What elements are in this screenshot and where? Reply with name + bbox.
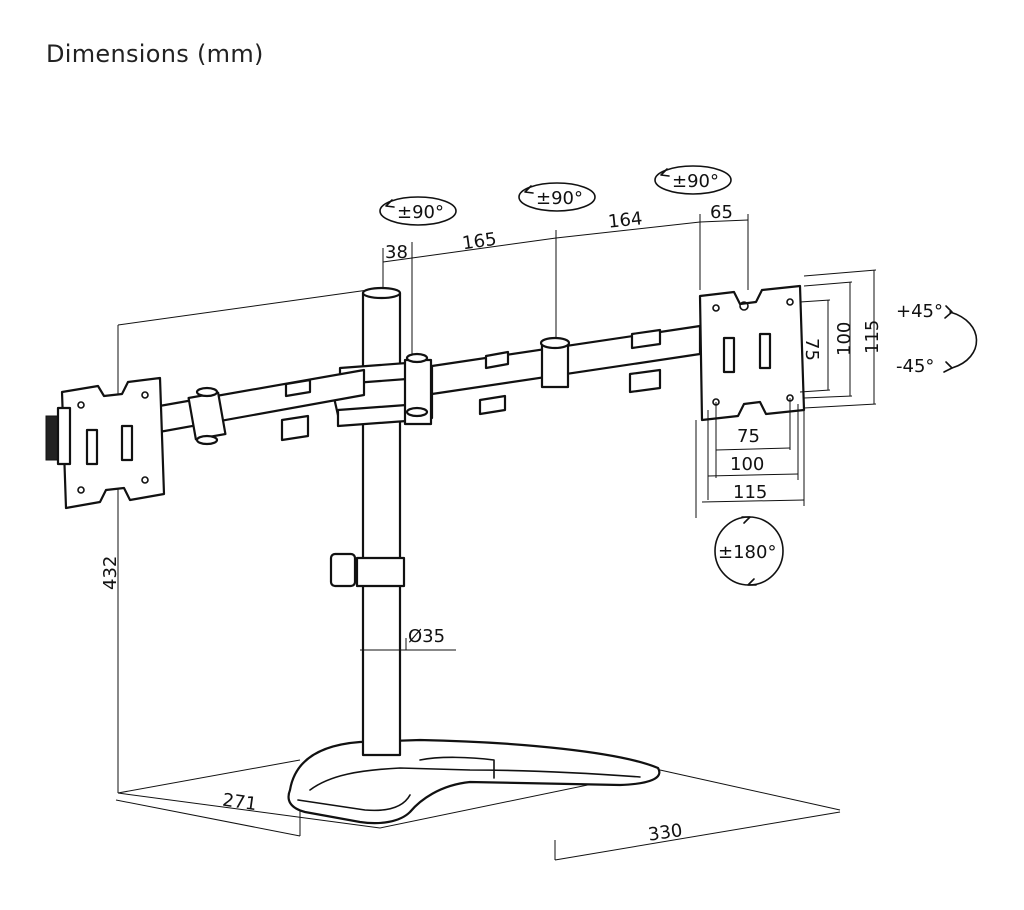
top-dimension-lines: [382, 214, 749, 355]
dim-165-label: 165: [461, 229, 498, 255]
dim-diameter-label: Ø35: [408, 626, 445, 647]
rotation-indicator-arm2: [518, 182, 596, 212]
dim-65-label: 65: [710, 202, 733, 223]
rotation-arm2-label: ±90°: [536, 188, 583, 209]
stand-base: [287, 738, 661, 825]
dim-38-label: 38: [385, 242, 408, 263]
rotation-arm1-label: ±90°: [397, 202, 444, 223]
diagram-title: Dimensions (mm): [46, 40, 264, 68]
left-vesa-plate: [45, 376, 166, 510]
rotation-arm3-label: ±90°: [672, 171, 719, 192]
vesa-vertical-100-label: 100: [834, 322, 855, 356]
vesa-horizontal-75-label: 75: [737, 426, 760, 447]
tilt-indicator: [943, 305, 978, 373]
vesa-horizontal-100-label: 100: [730, 454, 764, 475]
stand-pole: [328, 286, 456, 757]
vesa-dimension-lines: [695, 269, 877, 518]
rotation-indicator-arm3: [654, 165, 732, 195]
height-dimension: [117, 289, 369, 793]
tilt-up-label: +45°: [896, 301, 943, 322]
vesa-vertical-115-label: 115: [862, 320, 883, 354]
dim-271-label: 271: [221, 790, 258, 816]
base-dimension-lines: [115, 759, 841, 861]
rotation-plate-label: ±180°: [718, 542, 776, 563]
dim-330-label: 330: [647, 820, 684, 846]
vesa-vertical-75-label: 75: [801, 338, 822, 361]
right-vesa-plate: [698, 284, 806, 422]
rotation-indicator-plate: [714, 516, 784, 586]
dim-164-label: 164: [607, 208, 643, 232]
right-arm: [405, 324, 702, 418]
vesa-horizontal-115-label: 115: [733, 482, 767, 503]
dim-432-label: 432: [100, 556, 121, 590]
rotation-indicator-arm1: [379, 196, 457, 226]
tilt-down-label: -45°: [896, 356, 934, 377]
left-arm: [146, 368, 366, 446]
